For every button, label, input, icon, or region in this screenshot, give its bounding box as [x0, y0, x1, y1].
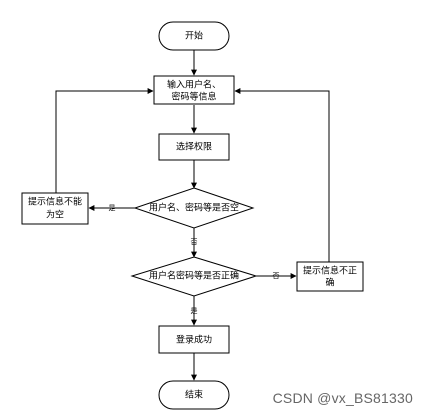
- edge-label-empty-no: 否: [191, 238, 198, 246]
- input-label-line2: 密码等信息: [171, 91, 216, 103]
- edge-label-correct-yes: 是: [191, 307, 198, 315]
- edge-label-correct-no: 否: [273, 272, 280, 280]
- login-success-label: 登录成功: [176, 334, 212, 346]
- prompt-empty-process: [21, 192, 89, 225]
- select-role-process: [158, 133, 230, 161]
- prompt-empty-label-line2: 为空: [46, 209, 64, 221]
- connectors: [55, 50, 330, 381]
- edge-prompt-empty-back: [55, 88, 154, 193]
- select-role-label: 选择权限: [176, 141, 212, 153]
- input-process: [153, 75, 235, 105]
- login-success-process: [158, 325, 230, 354]
- nodes: [21, 21, 364, 410]
- check-correct-decision: [130, 256, 258, 297]
- watermark-text: CSDN @vx_BS81330: [272, 390, 413, 406]
- end-terminal: [158, 380, 230, 410]
- check-correct-label: 用户名密码等是否正确: [149, 270, 239, 282]
- edge-labels: 是 否 否 是: [109, 204, 280, 315]
- input-label-line1: 输入用户名、: [167, 79, 221, 91]
- start-terminal: [158, 21, 230, 51]
- edge-label-empty-yes: 是: [109, 204, 116, 212]
- prompt-empty-label-line1: 提示信息不能: [28, 196, 82, 208]
- node-labels: 开始 输入用户名、 密码等信息 选择权限 用户名、密码等是否空 提示信息不能 为…: [28, 30, 357, 401]
- check-empty-decision: [133, 187, 255, 229]
- prompt-incorrect-label-line1: 提示信息不正: [303, 265, 357, 277]
- edge-prompt-incorrect-back: [234, 88, 330, 262]
- check-empty-label: 用户名、密码等是否空: [149, 202, 239, 214]
- start-label: 开始: [185, 30, 203, 42]
- prompt-incorrect-process: [296, 261, 364, 292]
- end-label: 结束: [185, 389, 203, 401]
- prompt-incorrect-label-line2: 确: [325, 277, 334, 289]
